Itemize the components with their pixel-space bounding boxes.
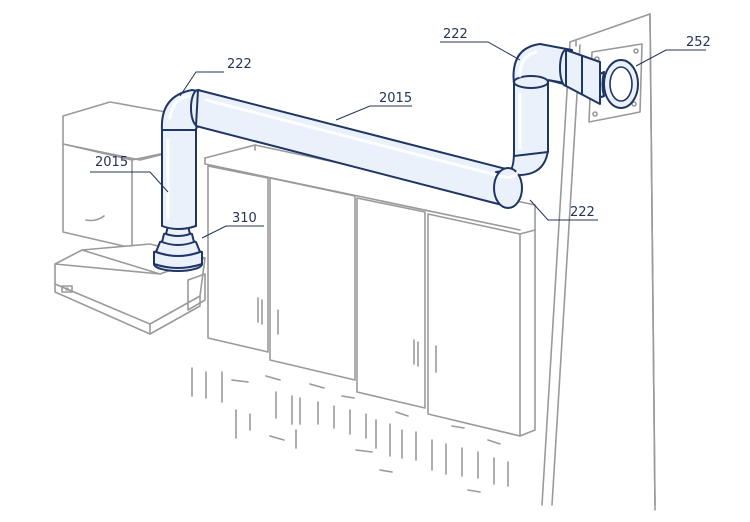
right-riser-duct	[513, 77, 549, 157]
label-duct-vertical: 2015	[95, 155, 128, 170]
elbow-bottom-right	[493, 149, 549, 209]
leader-reducer	[201, 225, 264, 239]
label-wall-plate: 252	[686, 35, 711, 50]
ductwork	[153, 43, 601, 272]
callout-leaders	[90, 41, 706, 239]
leader-elbow-front-left	[179, 71, 224, 97]
part-labels: 222 222 2015 2015 310 222 252	[95, 27, 711, 226]
vertical-duct	[161, 127, 197, 230]
wall-connector-pipe	[565, 49, 601, 105]
leader-duct-vertical	[90, 171, 169, 193]
wall-panel	[541, 13, 656, 511]
label-elbow-bottom-right: 222	[570, 205, 595, 220]
floor-shadow-strokes	[191, 367, 509, 493]
label-reducer: 310	[232, 211, 257, 226]
wall-cabinets	[207, 165, 536, 437]
leader-elbow-bottom-right	[529, 199, 598, 221]
leader-wall-plate	[635, 49, 706, 67]
leader-duct-long	[335, 105, 412, 121]
label-elbow-front-left: 222	[227, 57, 252, 72]
leader-elbow-top-right	[440, 41, 521, 61]
wall-outlet-spigot	[595, 59, 639, 109]
label-duct-long: 2015	[379, 91, 412, 106]
hood-reducer-adapter	[153, 223, 203, 272]
elbow-top-right	[512, 43, 573, 89]
kitchen-line-art	[54, 13, 656, 511]
label-elbow-top-right: 222	[443, 27, 468, 42]
